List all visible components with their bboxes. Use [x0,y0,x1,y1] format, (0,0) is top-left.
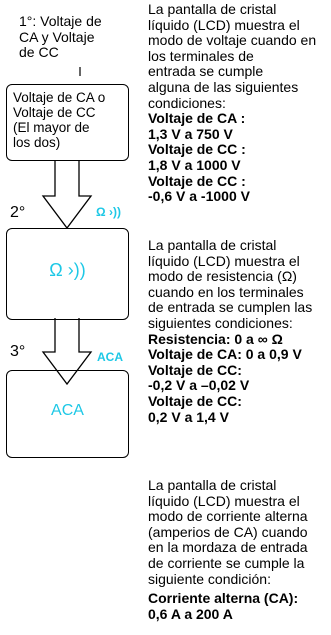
ohm-continuity-icon: Ω ›)) [96,205,121,219]
voltage-condition: Voltaje de CC : [148,141,246,158]
voltage-condition: Voltaje de CA : [148,110,246,127]
aca-display: ACA [51,402,84,419]
resistance-mode-box: Ω ›)) [6,228,129,320]
ohm-display-icon: Ω ›)) [49,260,86,280]
voltage-condition: 1,8 V a 1000 V [148,156,241,173]
voltage-description: La pantalla de cristal líquido (LCD) mue… [148,1,330,205]
voltage-condition: -0,6 V a -1000 V [148,188,250,205]
step3-label: 3° [10,343,26,360]
resistance-description: La pantalla de cristal líquido (LCD) mue… [148,237,330,425]
ac-current-description: La pantalla de cristal líquido (LCD) mue… [148,477,330,622]
voltage-condition: 1,3 V a 750 V [148,125,233,142]
voltage-condition: Voltaje de CC : [148,172,246,189]
current-condition: Corriente alterna (CA): [148,590,299,607]
resistance-condition: Voltaje de CC: [148,361,242,378]
down-arrow-1 [41,160,93,230]
resistance-condition: Voltaje de CA: 0 a 0,9 V [148,346,302,363]
step1-label: 1°: Voltaje de CA y Voltaje de CC [19,13,102,60]
step2-label: 2° [10,204,26,221]
ac-current-mode-box: ACA [6,370,129,458]
voltage-mode-box: Voltaje de CA o Voltaje de CC (El mayor … [6,84,129,161]
resistance-condition: 0,2 V a 1,4 V [148,408,229,425]
down-arrow-2 [41,318,93,386]
current-condition: 0,6 A a 200 A [148,605,233,622]
aca-icon: ACA [97,350,123,364]
resistance-condition: Voltaje de CC: [148,392,242,409]
resistance-condition: Resistencia: 0 a ∞ Ω [148,330,283,347]
resistance-condition: -0,2 V a –0,02 V [148,377,250,394]
